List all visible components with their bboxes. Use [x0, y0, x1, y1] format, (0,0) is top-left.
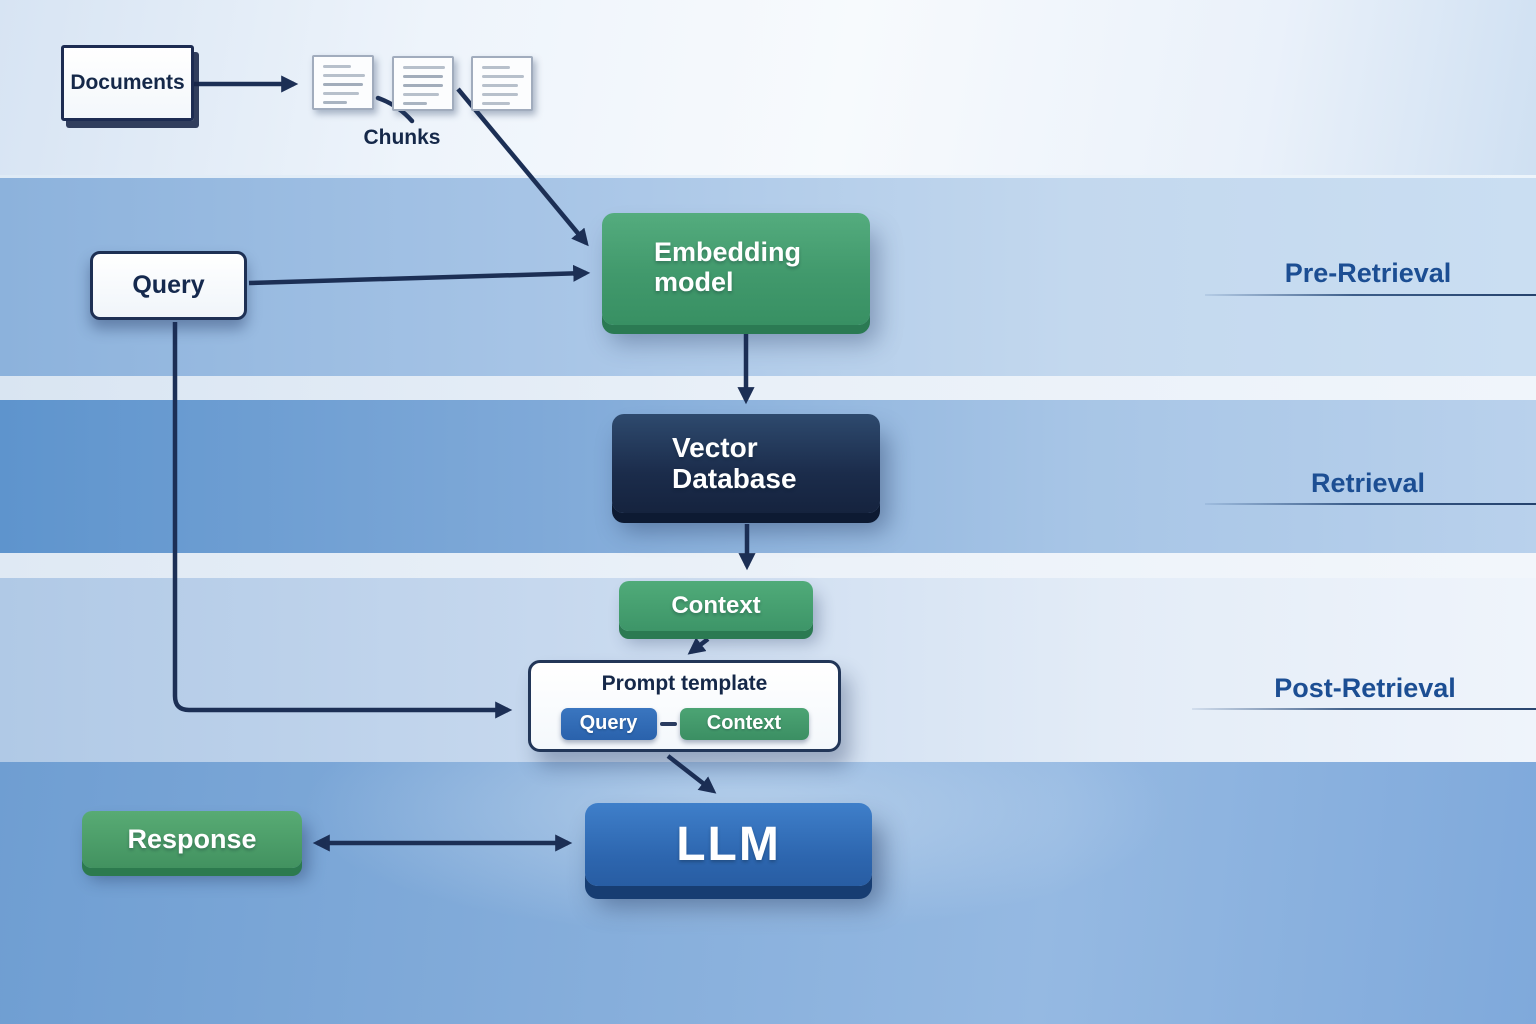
- embedding-model-node: Embedding model: [602, 213, 870, 325]
- context-chip: Context: [679, 707, 809, 740]
- llm-node: LLM: [585, 803, 872, 886]
- chunk-document-icon: [312, 55, 374, 110]
- response-label: Response: [127, 824, 257, 854]
- band-ingest: [0, 0, 1536, 175]
- context-label: Context: [671, 592, 761, 619]
- query-label: Query: [132, 271, 205, 299]
- band-separator: [0, 376, 1536, 400]
- chunks-label: Chunks: [363, 126, 441, 149]
- response-node: Response: [82, 811, 302, 868]
- edge-query-prompt: [172, 322, 513, 719]
- edge-chunks-embedding: [456, 87, 589, 247]
- stage-label-pre-retrieval: Pre-Retrieval: [1284, 258, 1452, 288]
- stage-label-post-retrieval: Post-Retrieval: [1274, 673, 1456, 703]
- vector-database-node: Vector Database: [612, 414, 880, 513]
- query-chip: Query: [560, 707, 657, 740]
- stage-label-retrieval: Retrieval: [1310, 468, 1426, 498]
- context-node: Context: [619, 581, 813, 631]
- vector-database-label: Vector Database: [672, 432, 797, 494]
- band-separator: [0, 553, 1536, 578]
- chip-connector-dash: [659, 721, 677, 726]
- embedding-model-label: Embedding model: [654, 237, 801, 298]
- edge-context-prompt: [687, 637, 710, 655]
- prompt-template-chips: Query Context: [531, 707, 838, 740]
- query-node: Query: [90, 251, 247, 320]
- prompt-template-title: Prompt template: [601, 672, 768, 695]
- stage-rule: [1205, 294, 1536, 296]
- chunk-document-icon: [392, 56, 454, 111]
- chunk-document-icon: [471, 56, 533, 111]
- documents-label: Documents: [70, 71, 185, 94]
- edge-query-embedding: [248, 264, 591, 286]
- stage-rule: [1205, 503, 1536, 505]
- prompt-template-node: Prompt template Query Context: [528, 660, 841, 752]
- stage-rule: [1192, 708, 1536, 710]
- llm-label: LLM: [676, 818, 781, 871]
- edge-prompt-llm: [666, 754, 717, 794]
- documents-node: Documents: [61, 45, 194, 121]
